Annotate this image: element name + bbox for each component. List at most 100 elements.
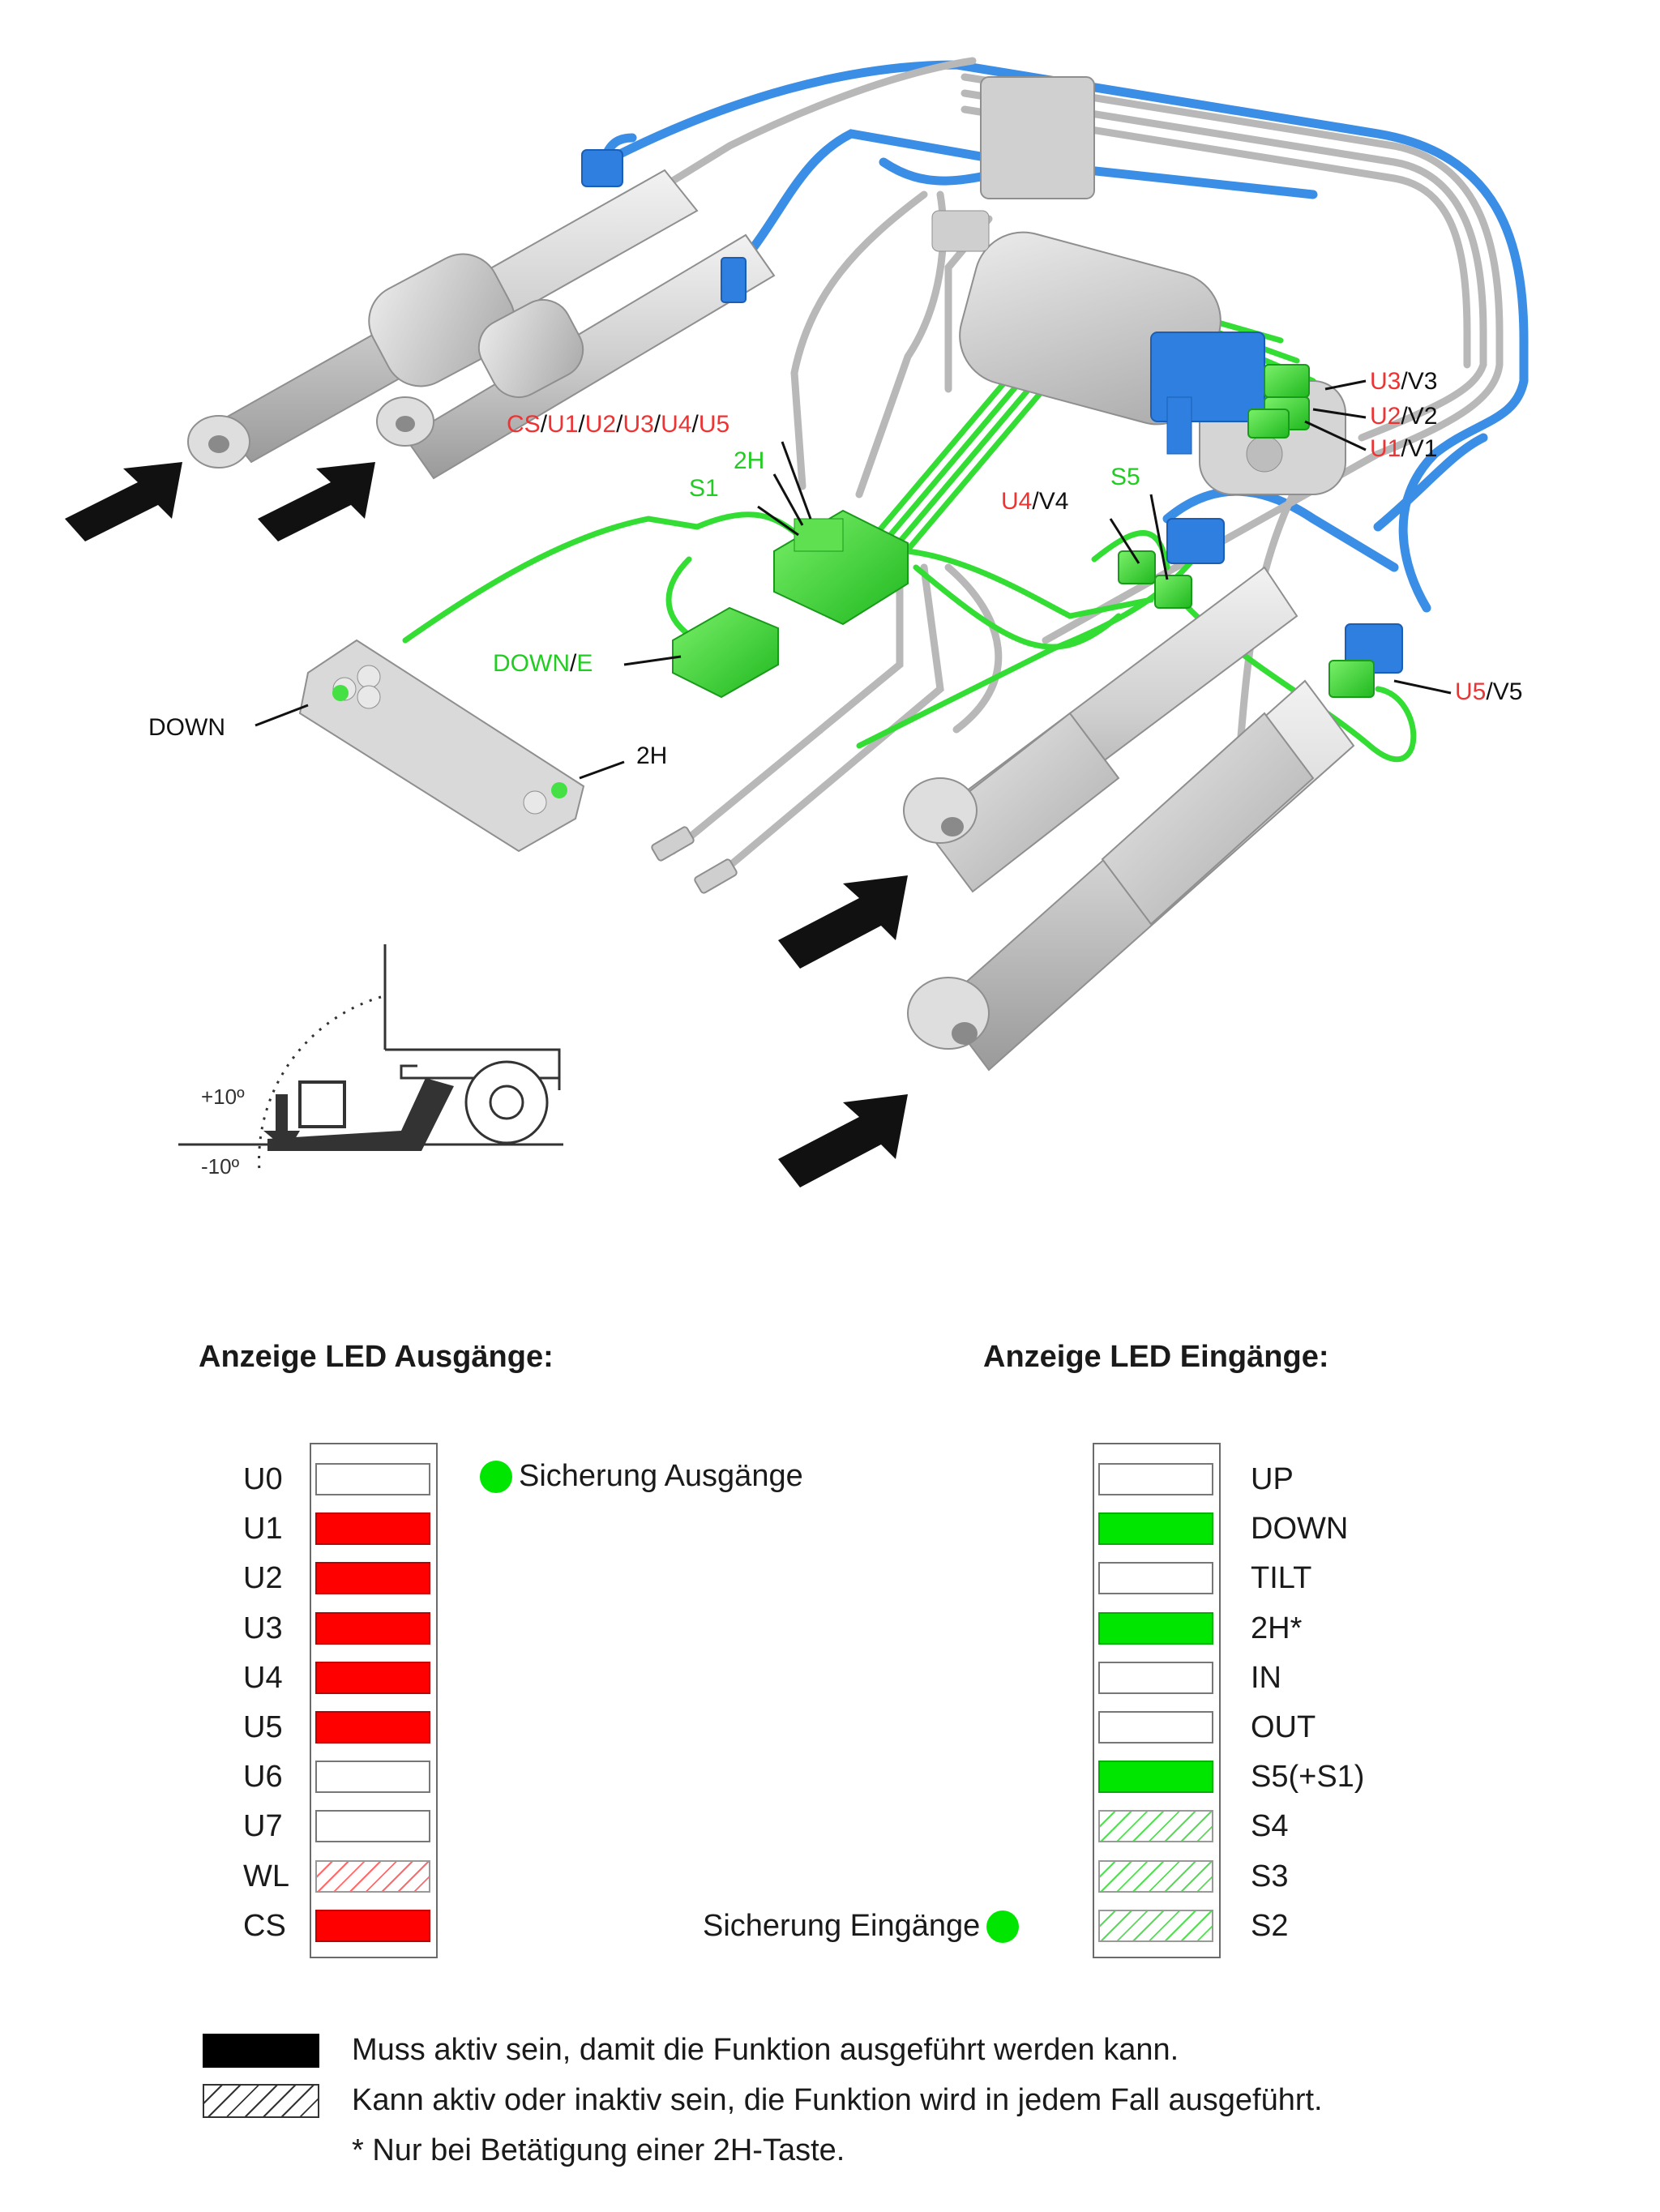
led-indicator: [1098, 1562, 1213, 1595]
led-indicator: [1098, 1859, 1213, 1893]
label-part: U3: [622, 411, 653, 438]
led-indicator: [1098, 1761, 1213, 1794]
led-label: U4: [243, 1660, 283, 1695]
led-indicator: [1098, 1711, 1213, 1744]
legend-footnote-text: * Nur bei Betätigung einer 2H-Taste.: [352, 2133, 845, 2167]
label-part: U1: [547, 411, 578, 438]
led-label: U2: [243, 1561, 283, 1596]
valve-block: [931, 76, 1095, 252]
leader-lines: [255, 379, 1452, 780]
led-indicator: [315, 1661, 430, 1694]
legend-footnote: * Nur bei Betätigung einer 2H-Taste.: [352, 2133, 845, 2168]
green-connectors-pump: [1247, 364, 1310, 439]
led-indicator: [1098, 1512, 1213, 1546]
label-s1: S1: [689, 475, 719, 502]
led-label: S3: [1251, 1859, 1289, 1893]
led-indicator: [315, 1562, 430, 1595]
inputs-fuse-label: Sicherung Eingänge: [703, 1909, 981, 1943]
legend-required-text: Muss aktiv sein, damit die Funktion ausg…: [352, 2033, 1179, 2067]
label-u4-v4: U4/V4: [1001, 488, 1068, 515]
label-2h-top: 2H: [734, 447, 764, 474]
led-label: U7: [243, 1809, 283, 1844]
led-label: CS: [243, 1908, 286, 1943]
cylinder-rear-left: [187, 169, 699, 468]
inputs-panel-title: Anzeige LED Eingänge:: [983, 1340, 1329, 1374]
led-label: S4: [1251, 1809, 1289, 1844]
cylinder-rear-right: [376, 233, 776, 480]
led-label: IN: [1251, 1660, 1281, 1695]
label-minus-10: -10º: [201, 1154, 240, 1179]
led-indicator: [315, 1611, 430, 1645]
label-s5: S5: [1110, 464, 1140, 490]
fuse-led-icon: [986, 1910, 1020, 1943]
led-label: U6: [243, 1760, 283, 1795]
arrow-icon: [258, 462, 375, 541]
led-label: U0: [243, 1462, 283, 1496]
label-part: /: [692, 411, 700, 438]
label-part: U4: [661, 411, 691, 438]
led-indicator: [315, 1463, 430, 1495]
led-label: U1: [243, 1512, 283, 1547]
legend-required: Muss aktiv sein, damit die Funktion ausg…: [203, 2033, 1179, 2068]
hydraulic-diagram: CS/U1/U2/U3/U4/U5 S1 2H S5 U4/V4 U3/V3 U…: [65, 57, 1529, 1187]
led-label: UP: [1251, 1462, 1294, 1496]
blue-valve-block: [1150, 332, 1265, 455]
led-label: WL: [243, 1859, 289, 1893]
down-e-module: [672, 606, 779, 699]
hatched-swatch: [203, 2083, 319, 2118]
outputs-fuse-label: Sicherung Ausgänge: [519, 1459, 803, 1493]
label-2h-remote: 2H: [636, 742, 667, 769]
label-part: CS: [507, 411, 541, 438]
label-part: /: [541, 411, 548, 438]
label-part: U5: [699, 411, 729, 438]
green-connectors-cylinder: [1118, 550, 1375, 698]
label-part: /: [654, 411, 661, 438]
led-indicator: [315, 1761, 430, 1794]
outputs-fuse-indicator: Sicherung Ausgänge: [480, 1459, 803, 1494]
legend-optional-text: Kann aktiv oder inaktiv sein, die Funkti…: [352, 2083, 1323, 2117]
led-indicator: [315, 1859, 430, 1893]
led-indicator: [1098, 1463, 1213, 1495]
led-label: S2: [1251, 1908, 1289, 1943]
label-part: U2: [585, 411, 616, 438]
cable-end-sensors: [651, 826, 738, 894]
arrow-icon: [65, 462, 182, 541]
label-u5-v5: U5/V5: [1455, 678, 1522, 705]
arrow-icons: [65, 462, 908, 1187]
led-label: U5: [243, 1710, 283, 1744]
led-label: U3: [243, 1611, 283, 1645]
label-u3-v3: U3/V3: [1370, 368, 1437, 395]
label-u1-v1: U1/V1: [1370, 435, 1437, 462]
arrow-icon: [778, 1094, 908, 1187]
remote-control: [298, 639, 585, 853]
legend-optional: Kann aktiv oder inaktiv sein, die Funkti…: [203, 2083, 1323, 2118]
led-label: 2H*: [1251, 1611, 1303, 1645]
led-indicator: [315, 1909, 430, 1942]
label-down-e: DOWN/E: [493, 650, 593, 677]
led-indicator: [1098, 1909, 1213, 1942]
led-indicator: [1098, 1810, 1213, 1843]
led-indicator: [1098, 1611, 1213, 1645]
led-label: S5(+S1): [1251, 1760, 1365, 1795]
solid-swatch: [203, 2033, 319, 2068]
led-label: DOWN: [1251, 1512, 1349, 1547]
label-part: /: [616, 411, 623, 438]
led-label: TILT: [1251, 1561, 1312, 1596]
label-down-remote: DOWN: [148, 714, 225, 741]
label-part: /: [578, 411, 585, 438]
label-plus-10: +10º: [201, 1085, 245, 1109]
tilt-angle-inset: +10º -10º: [178, 944, 563, 1179]
arrow-icon: [778, 875, 908, 969]
led-indicator: [1098, 1661, 1213, 1694]
label-u2-v2: U2/V2: [1370, 403, 1437, 430]
fuse-led-icon: [480, 1460, 512, 1493]
led-indicator: [315, 1512, 430, 1546]
led-indicator: [315, 1810, 430, 1843]
cylinder-front-middle: [903, 566, 1298, 893]
control-box: [773, 509, 909, 626]
outputs-panel-title: Anzeige LED Ausgänge:: [199, 1340, 554, 1374]
led-label: OUT: [1251, 1710, 1316, 1744]
led-indicator: [315, 1711, 430, 1744]
cylinder-front-large: [907, 679, 1355, 1072]
label-cs-u-group: CS/U1/U2/U3/U4/U5: [507, 411, 729, 438]
